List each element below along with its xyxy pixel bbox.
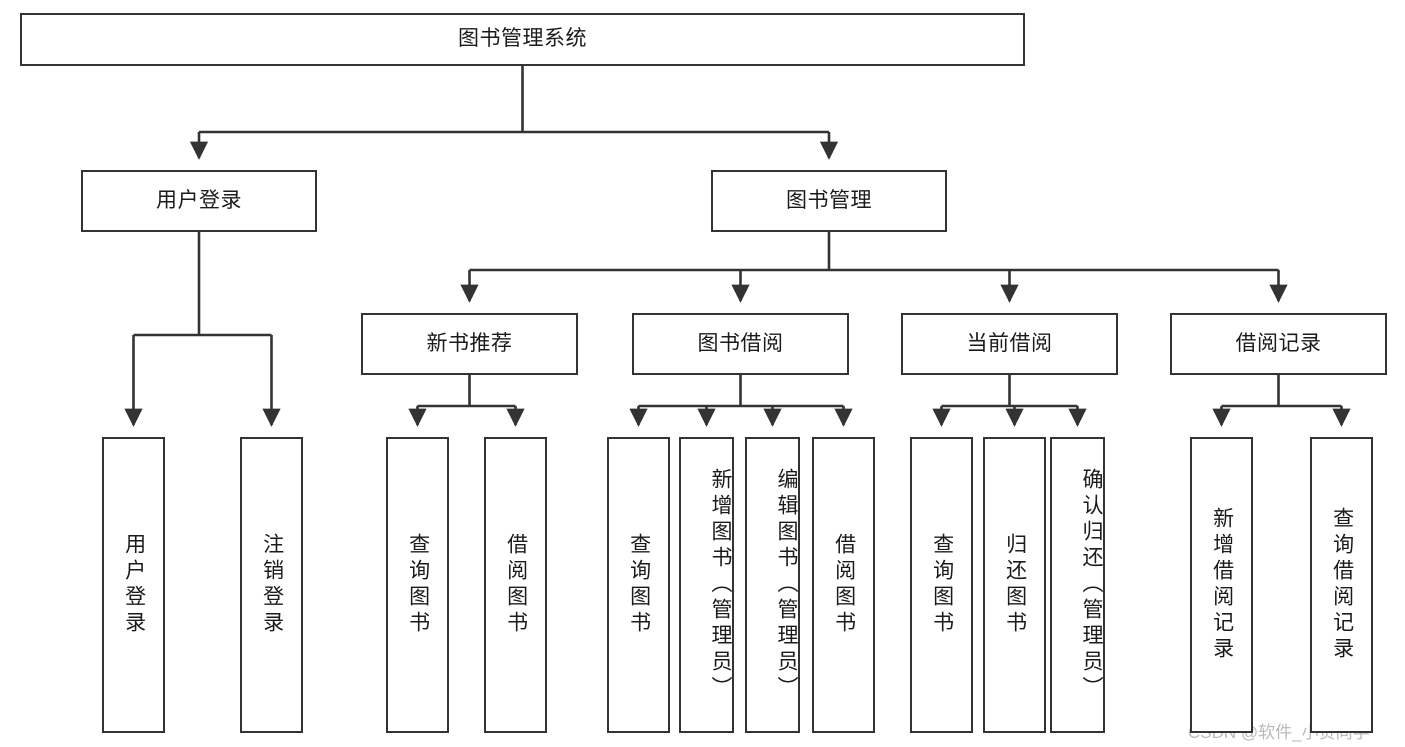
node-label: 图书管理 [786, 188, 872, 212]
node-label: 新增图书（管理员） [709, 468, 732, 702]
node-leaf-query-book-1: 查询图书 [386, 437, 449, 733]
node-label: 图书管理系统 [458, 27, 587, 51]
node-label: 用户登录 [122, 533, 146, 637]
node-leaf-query-book-3: 查询图书 [910, 437, 973, 733]
node-label: 归还图书 [1003, 533, 1027, 637]
node-label: 借阅记录 [1235, 331, 1322, 355]
node-label: 注销登录 [260, 533, 284, 637]
node-leaf-add-record: 新增借阅记录 [1190, 437, 1253, 733]
node-label: 查询图书 [406, 533, 430, 637]
node-label: 查询图书 [930, 533, 954, 637]
node-user-login: 用户登录 [81, 170, 317, 232]
node-current-borrow: 当前借阅 [901, 313, 1118, 375]
node-leaf-query-record: 查询借阅记录 [1310, 437, 1373, 733]
node-label: 新书推荐 [426, 331, 513, 355]
node-label: 用户登录 [156, 188, 242, 212]
node-leaf-borrow-book-1: 借阅图书 [484, 437, 547, 733]
node-leaf-edit-book: 编辑图书（管理员） [745, 437, 800, 733]
node-leaf-return-book: 归还图书 [983, 437, 1046, 733]
node-leaf-add-book: 新增图书（管理员） [679, 437, 734, 733]
node-label: 借阅图书 [832, 533, 856, 637]
node-label: 当前借阅 [966, 331, 1053, 355]
node-label: 借阅图书 [504, 533, 528, 637]
node-book-manage: 图书管理 [711, 170, 947, 232]
node-leaf-user-logout: 注销登录 [240, 437, 303, 733]
node-leaf-query-book-2: 查询图书 [607, 437, 670, 733]
node-label: 确认归还（管理员） [1080, 468, 1103, 702]
node-label: 编辑图书（管理员） [775, 468, 798, 702]
node-leaf-user-login: 用户登录 [102, 437, 165, 733]
node-label: 查询图书 [627, 533, 651, 637]
node-new-book-recommend: 新书推荐 [361, 313, 578, 375]
node-borrow-record: 借阅记录 [1170, 313, 1387, 375]
node-root: 图书管理系统 [20, 13, 1025, 66]
node-leaf-borrow-book-2: 借阅图书 [812, 437, 875, 733]
node-leaf-confirm-return: 确认归还（管理员） [1050, 437, 1105, 733]
node-book-borrow: 图书借阅 [632, 313, 849, 375]
node-label: 新增借阅记录 [1210, 507, 1234, 663]
node-label: 图书借阅 [697, 331, 784, 355]
node-label: 查询借阅记录 [1330, 507, 1354, 663]
